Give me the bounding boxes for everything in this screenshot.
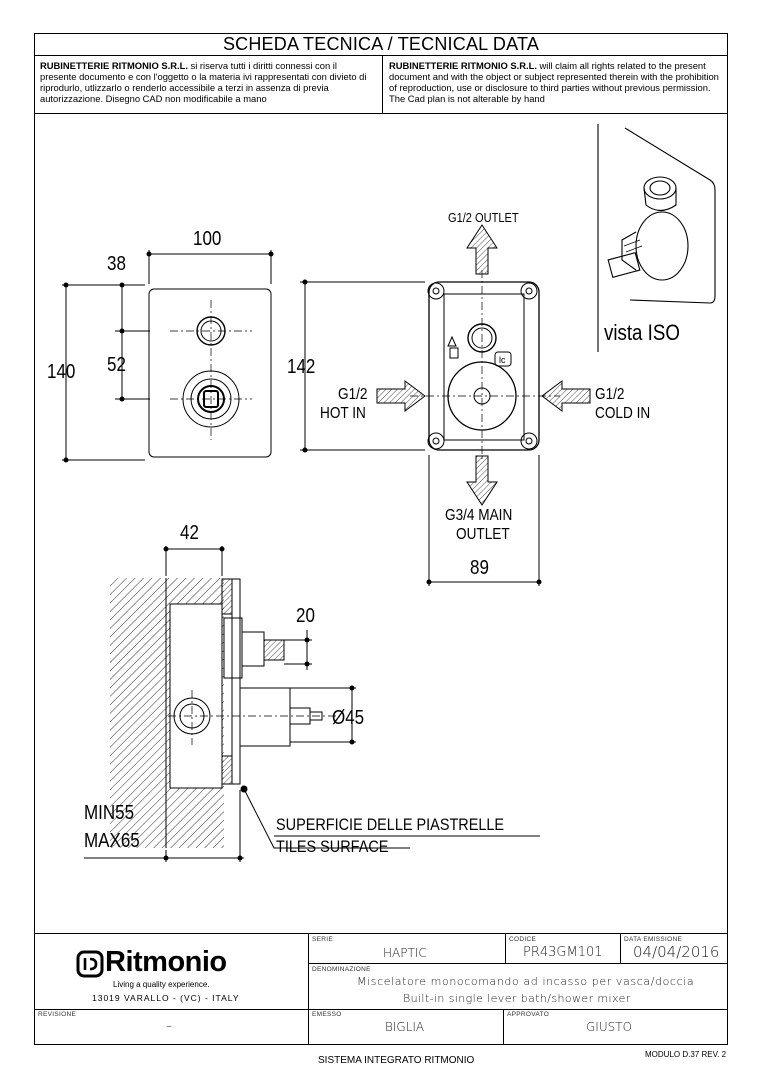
- ritmonio-logo-icon: [76, 950, 104, 978]
- divider: [34, 55, 728, 56]
- legal-notice-en: RUBINETTERIE RITMONIO S.R.L. will claim …: [389, 60, 719, 104]
- brand-name: Ritmonio: [105, 946, 227, 978]
- label-tiles-surface-en: TILES SURFACE: [276, 837, 389, 856]
- dim-front-spacing: 52: [107, 354, 126, 376]
- titleblock-divider: [308, 963, 728, 964]
- legal-notice-it: RUBINETTERIE RITMONIO S.R.L. si riserva …: [40, 60, 367, 104]
- footer-module: MODULO D.37 REV. 2: [645, 1050, 727, 1059]
- label-hot-in-size: G1/2: [338, 386, 368, 403]
- emesso-value: BIGLIA: [385, 1020, 425, 1034]
- approvato-value: GIUSTO: [586, 1020, 633, 1034]
- dim-front-height: 140: [47, 361, 76, 383]
- dim-box-width: 89: [470, 557, 489, 579]
- serie-value: HAPTIC: [383, 946, 427, 960]
- brand-address: 13019 VARALLO - (VC) - ITALY: [92, 993, 240, 1003]
- label-hot-in: HOT IN: [320, 405, 366, 422]
- dim-side-stem: 20: [296, 605, 315, 627]
- footer-system: SISTEMA INTEGRATO RITMONIO: [318, 1055, 475, 1066]
- label-iso-view: vista ISO: [604, 320, 680, 345]
- denominazione-line-2: Built-in single lever bath/shower mixer: [403, 992, 631, 1005]
- data-value: 04/04/2016: [633, 943, 720, 961]
- data-label: DATA EMISSIONE: [624, 936, 683, 943]
- denominazione-label: DENOMINAZIONE: [312, 966, 371, 973]
- dim-side-depth: 42: [180, 522, 199, 544]
- front-view: [62, 250, 274, 463]
- brand-tagline: Living a quality experience.: [113, 980, 210, 989]
- sheet-title: SCHEDA TECNICA / TECNICAL DATA: [222, 34, 540, 54]
- sheet-frame: [34, 33, 728, 1045]
- iso-view: [597, 124, 716, 352]
- codice-value: PR43GM101: [523, 945, 603, 960]
- dim-side-min: MIN55: [84, 802, 135, 824]
- label-top-outlet: G1/2 OUTLET: [448, 210, 519, 225]
- dim-box-height: 142: [287, 356, 316, 378]
- titleblock-divider: [503, 1009, 504, 1045]
- side-view: [84, 546, 540, 862]
- label-main-outlet-size: G3/4 MAIN: [445, 507, 513, 524]
- dim-front-width: 100: [193, 228, 222, 250]
- svg-text:lc: lc: [499, 355, 506, 365]
- label-cold-in-size: G1/2: [595, 386, 625, 403]
- divider: [34, 113, 728, 114]
- emesso-label: EMESSO: [312, 1011, 342, 1018]
- titleblock-divider: [34, 933, 728, 934]
- dim-side-diameter: Ø45: [332, 707, 365, 729]
- label-cold-in: COLD IN: [595, 405, 651, 422]
- divider: [382, 55, 383, 113]
- label-main-outlet: OUTLET: [456, 526, 510, 543]
- box-view: lc: [300, 224, 591, 586]
- codice-label: CODICE: [509, 936, 537, 943]
- revisione-label: REVISIONE: [38, 1011, 77, 1018]
- label-tiles-surface-it: SUPERFICIE DELLE PIASTRELLE: [276, 815, 505, 834]
- revisione-value: –: [166, 1019, 172, 1033]
- dim-side-max: MAX65: [84, 830, 140, 852]
- serie-label: SERIE: [312, 936, 334, 943]
- dim-front-offset: 38: [107, 253, 126, 275]
- approvato-label: APPROVATO: [507, 1011, 550, 1018]
- denominazione-line-1: Miscelatore monocomando ad incasso per v…: [357, 975, 695, 988]
- titleblock-divider: [308, 933, 309, 1045]
- titleblock-divider: [505, 933, 506, 963]
- titleblock-divider: [620, 933, 621, 963]
- titleblock-divider: [34, 1009, 728, 1010]
